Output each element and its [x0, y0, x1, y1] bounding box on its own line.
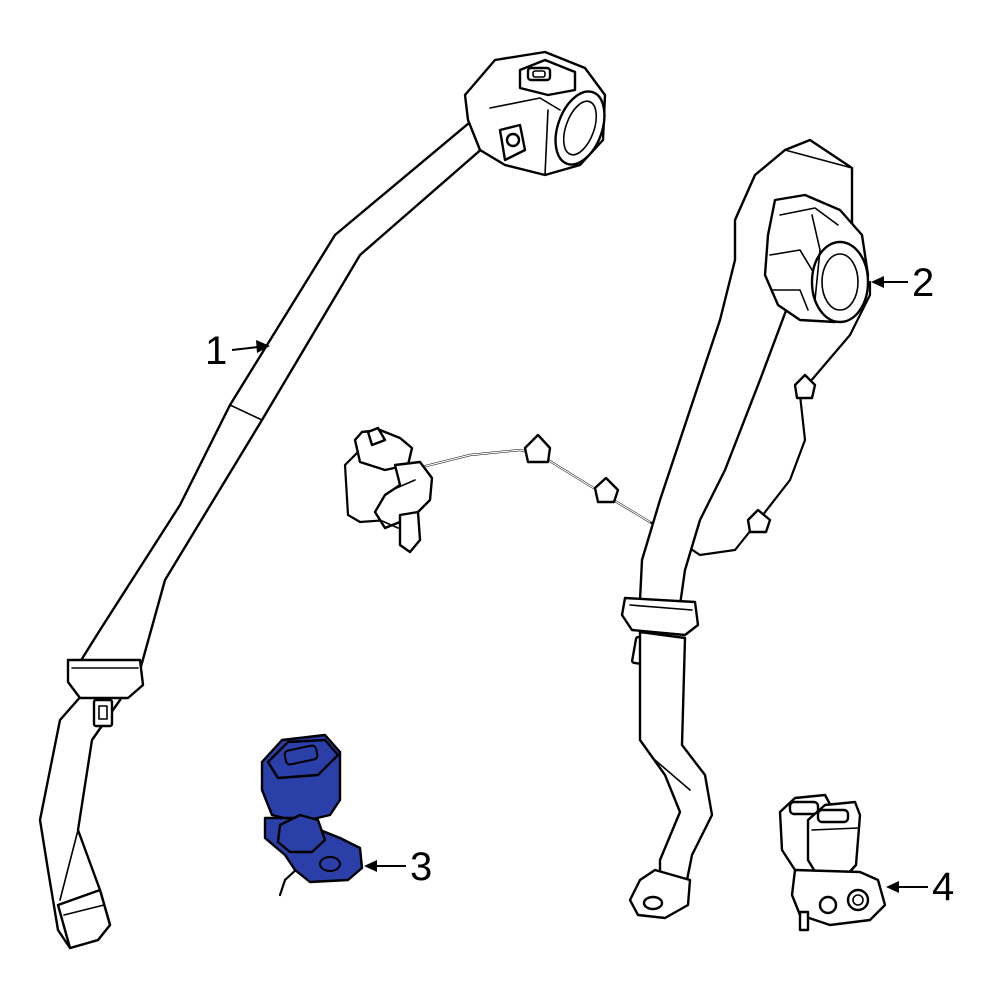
part-2-harness-clip [523, 433, 552, 464]
callout-4: 4 [886, 865, 954, 909]
part-1-webbing-fold [229, 404, 263, 421]
part-1-tip [56, 888, 112, 950]
part-3-cable [278, 866, 300, 897]
part-2-connector [353, 426, 434, 554]
part-3-seat-belt-buckle[interactable] [260, 733, 364, 897]
part-2-slide-guide [620, 596, 700, 637]
callout-3: 3 [364, 845, 432, 889]
part-2-harness-clip [793, 373, 817, 400]
part-2-wire-harness [343, 280, 872, 557]
callout-1: 1 [205, 329, 270, 373]
part-2-harness-clip [746, 508, 772, 534]
callout-label-3: 3 [410, 845, 432, 889]
callout-label-4: 4 [932, 865, 954, 909]
part-2-retractor-spool [763, 193, 870, 324]
part-3-bolt-hole [319, 856, 341, 872]
callout-label-1: 1 [205, 329, 227, 373]
part-2-harness-clip [593, 476, 620, 504]
part-2-anchor-plate [628, 868, 692, 920]
part-2-belt-retractor-assembly[interactable] [343, 138, 872, 920]
part-3-buckle-slot [283, 744, 319, 766]
part-1-slide-guide [66, 658, 145, 700]
part-4-base [790, 868, 887, 927]
part-1-webbing-edge [59, 829, 79, 901]
callout-2: 2 [871, 261, 934, 305]
part-3-collar [276, 813, 327, 854]
part-1-seat-belt-assembly[interactable] [38, 50, 614, 950]
callout-label-2: 2 [912, 261, 934, 305]
part-2-lower-webbing [638, 630, 714, 892]
part-4-dual-buckle-assembly[interactable] [778, 793, 887, 932]
part-4-stud [798, 910, 810, 932]
part-1-upper-retractor [463, 50, 607, 177]
